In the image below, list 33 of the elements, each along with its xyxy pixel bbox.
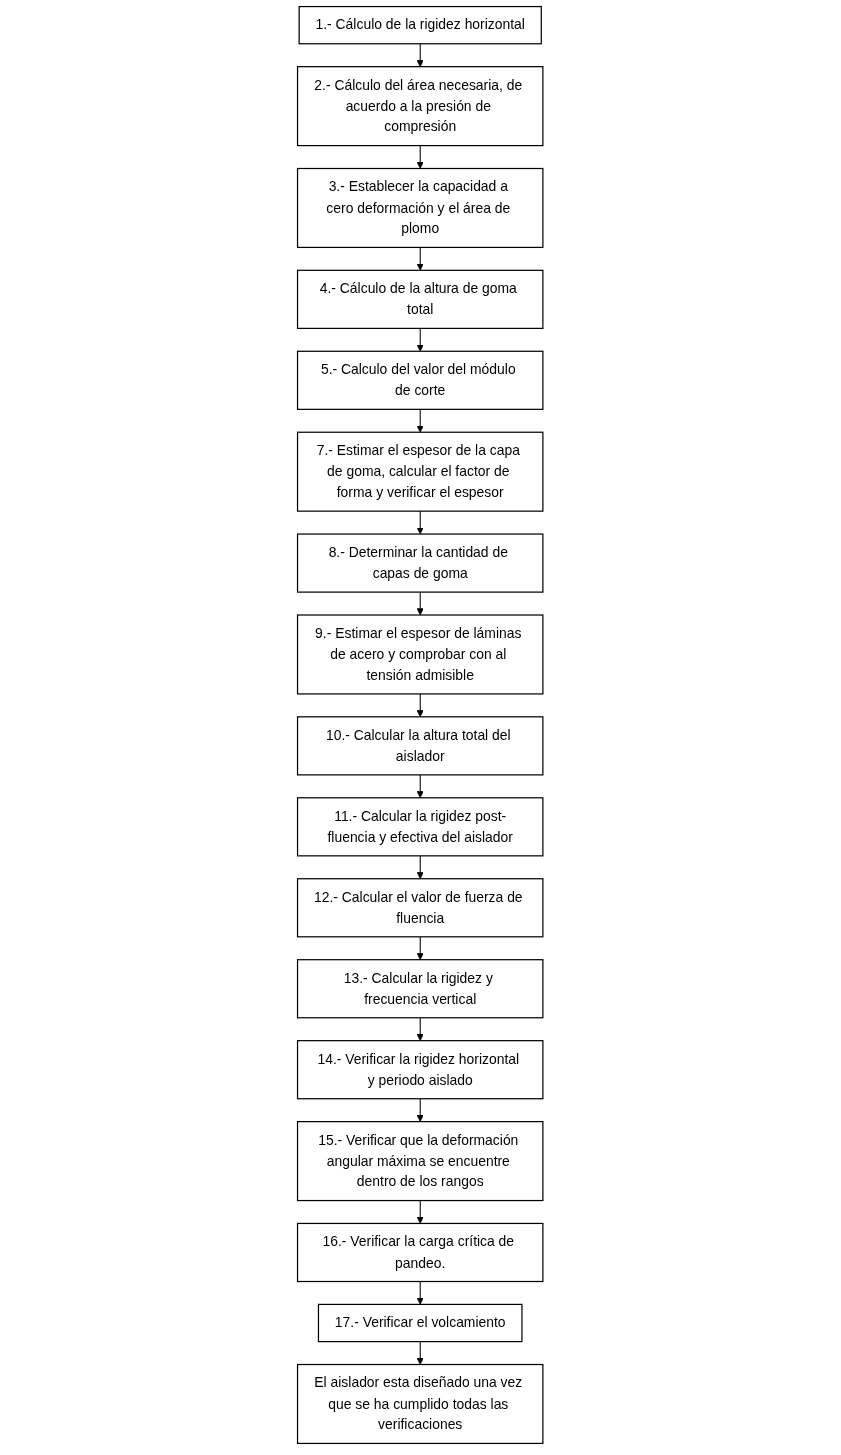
arrow xyxy=(416,591,425,616)
node-box: 15.- Verificar que la deformación angular máxima se encuentre dentro de los rangos xyxy=(297,1121,544,1202)
arrow xyxy=(416,327,425,352)
node-box: 7.- Estimar el espesor de la capa de goma, calcular el factor de forma y verificar el espesor xyxy=(297,431,544,512)
node-box: 13.- Calcular la rigidez y frecuencia vertical xyxy=(297,959,544,1019)
node-box: 2.- Cálculo del área necesaria, de acuerdo a la presión de compresión xyxy=(297,66,544,147)
arrow xyxy=(416,1200,425,1224)
arrow xyxy=(416,693,425,718)
arrow xyxy=(416,1281,425,1305)
arrow xyxy=(416,855,425,880)
node-box: 1.- Cálculo de la rigidez horizontal xyxy=(298,5,543,45)
node-box: 3.- Establecer la capacidad a cero deformación y el área de plomo xyxy=(297,167,544,249)
node-box: 4.- Cálculo de la altura de goma total xyxy=(297,269,544,329)
node-box: 5.- Calculo del valor del módulo de corte xyxy=(297,350,544,410)
arrow xyxy=(416,408,425,433)
node-box: 8.- Determinar la cantidad de capas de goma xyxy=(297,533,544,593)
arrow xyxy=(416,936,425,961)
arrow xyxy=(416,43,425,67)
node-box: 14.- Verificar la rigidez horizontal y periodo aislado xyxy=(297,1040,544,1100)
arrow xyxy=(416,1341,425,1365)
arrow xyxy=(416,1098,425,1122)
arrow xyxy=(416,774,425,799)
node-box: 12.- Calcular el valor de fuerza de fluencia xyxy=(297,878,544,938)
node-box: 16.- Verificar la carga crítica de pandeo. xyxy=(297,1222,544,1283)
arrow xyxy=(416,510,425,535)
node-box: 10.- Calcular la altura total del aislador xyxy=(297,716,544,776)
arrow xyxy=(416,246,425,271)
node-box: 17.- Verificar el volcamiento xyxy=(318,1303,523,1343)
node-box: 11.- Calcular la rigidez post-fluencia y efectiva del aislador xyxy=(297,797,544,857)
arrow xyxy=(416,145,425,169)
node-box: El aislador esta diseñado una vez que se ha cumplido todas las verificaciones xyxy=(297,1363,544,1445)
arrow xyxy=(416,1017,425,1041)
node-box: 9.- Estimar el espesor de láminas de acero y comprobar con al tensión admisible xyxy=(297,614,544,695)
